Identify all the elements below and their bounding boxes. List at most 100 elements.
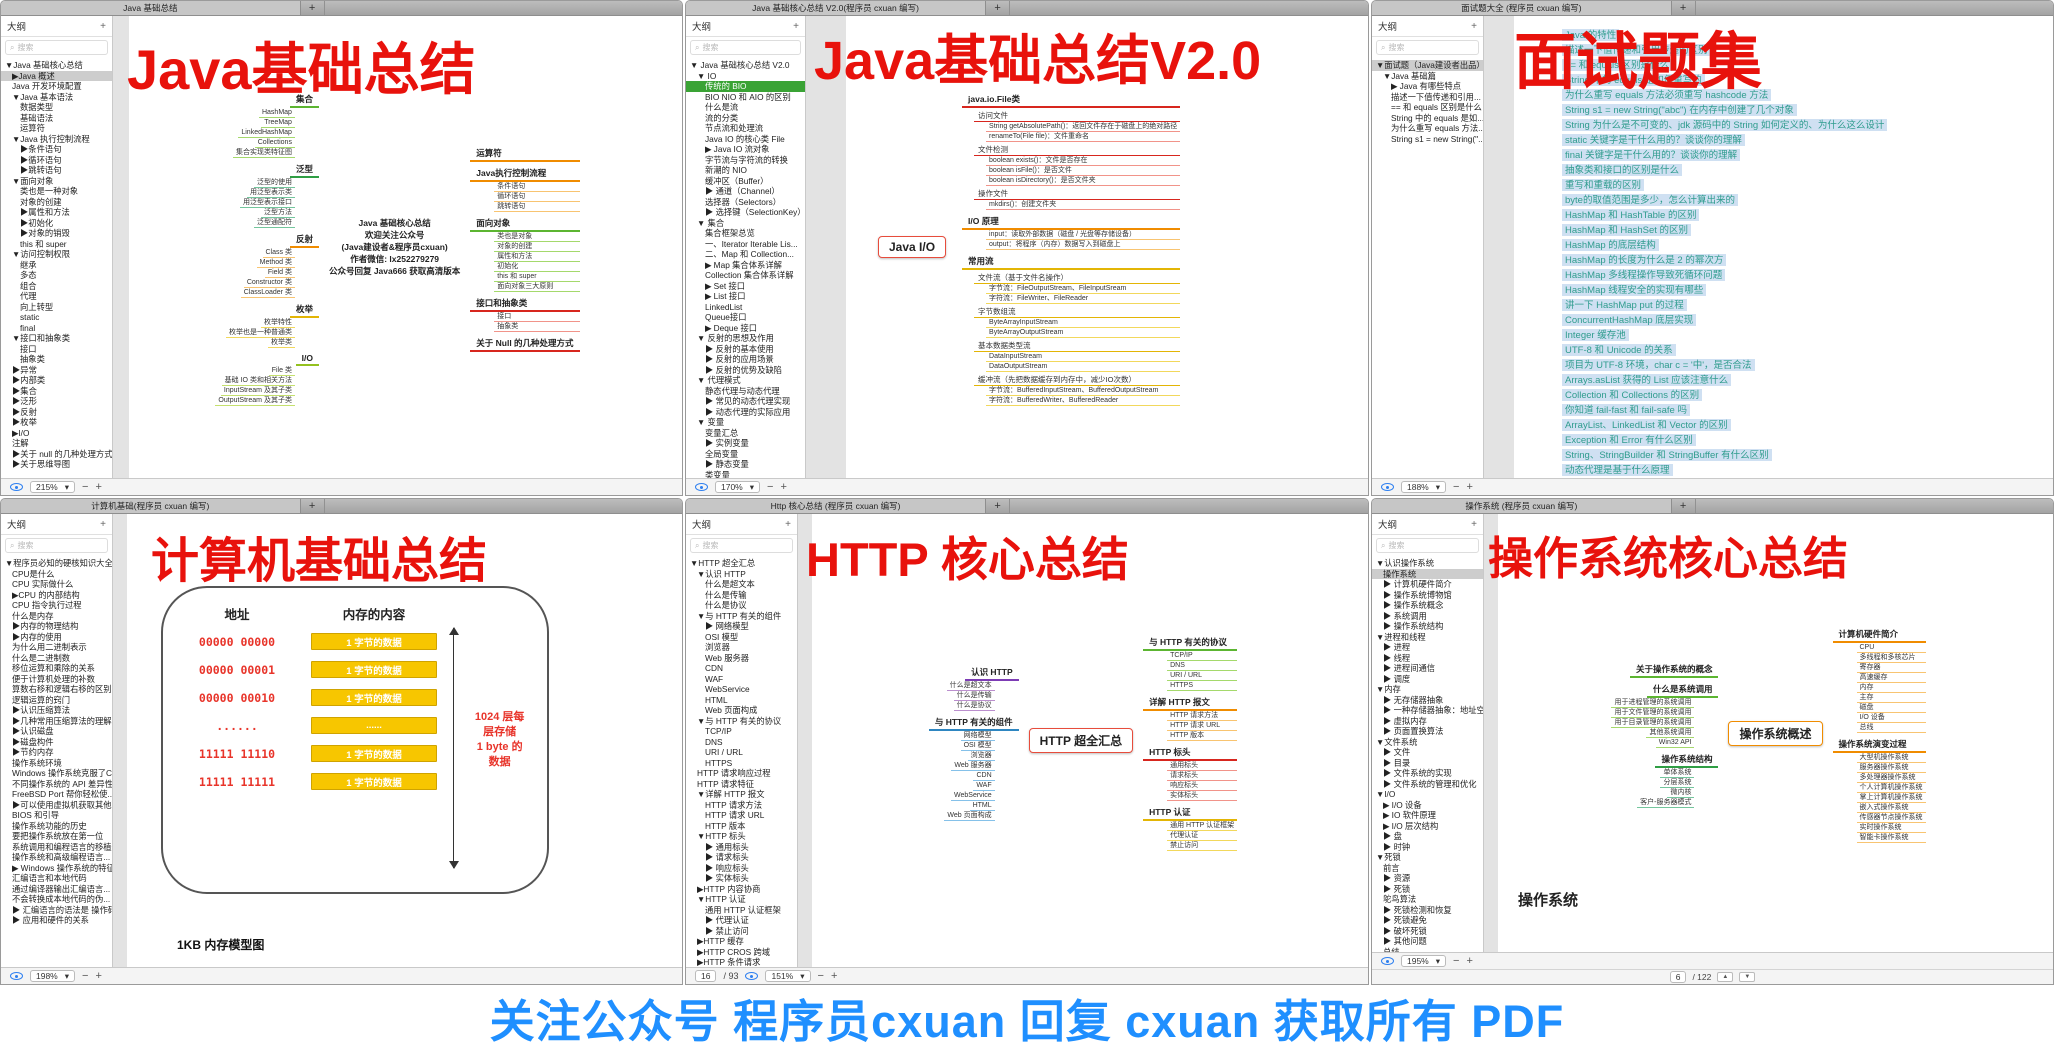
outline-item[interactable]: 操作系统 [1372,568,1483,579]
outline-item[interactable]: ▶ 应用和硬件的关系 [12,915,89,925]
zoom-in-button[interactable]: + [1466,480,1473,493]
map-node[interactable]: 操作系统结构 [1655,752,1719,768]
map-node[interactable]: 智能卡操作系统 [1856,833,1926,843]
outline-item[interactable]: ▼访问控制权限 [12,249,70,259]
map-node[interactable]: 常用流 [962,254,1181,270]
question-line[interactable]: HashMap 的底层结构 [1562,236,2047,251]
tab-os-summary[interactable]: 操作系统 (程序员 cxuan 编写) [1372,499,1672,513]
outline-item[interactable]: 算数右移和逻辑右移的区别 [12,684,112,694]
outline-item[interactable]: ▶几种常用压缩算法的理解 [12,715,112,726]
outline-item[interactable]: ▶ 进程 [1383,642,1411,652]
map-node[interactable]: 面向对象三大原则 [494,282,580,292]
outline-item[interactable]: ▶对象的销毁 [20,228,70,238]
outline-item[interactable]: ▶ 页面置换算法 [1383,726,1444,736]
outline-item[interactable]: ▶HTTP 缓存 [697,936,744,946]
outline-item[interactable]: 通过编译器输出汇编语言... [12,883,111,894]
outline-item[interactable]: ▶ Map 集合体系详解 [705,259,782,270]
question-line[interactable]: 描述一下值传递和引用传递的区别 [1562,41,2047,56]
outline-item[interactable]: ▼Java 基础篇 [1383,70,1436,81]
outline-item[interactable]: 汇编语言和本地代码 [12,873,87,883]
search-input[interactable]: ⌕搜索 [5,538,108,553]
map-node[interactable]: Web 服务器 [951,761,995,771]
outline-item[interactable]: Java 开发环境配置 [12,81,82,91]
outline-item[interactable]: ▶ 反射的基本使用 [705,343,774,354]
map-node[interactable]: 接口和抽象类 [470,296,580,312]
outline-item[interactable]: ▶ 文件 [1383,747,1411,757]
add-topic-button[interactable]: + [100,20,106,32]
map-node[interactable]: 访问文件 [974,110,1181,122]
view-eye-icon[interactable] [10,972,23,980]
add-topic-button[interactable]: + [1471,20,1477,32]
map-node[interactable]: String getAbsolutePath()：返回文件存在于磁盘上的绝对路径 [986,122,1181,132]
outline-item[interactable]: ▶泛形 [12,396,37,406]
outline-item[interactable]: ▼Java 基础核心总结 [5,60,83,70]
add-topic-button[interactable]: + [793,20,799,32]
outline-item[interactable]: 要把操作系统放在第一位 [12,831,104,841]
outline-item[interactable]: 传统的 BIO [686,81,805,92]
outline-item[interactable]: 操作系统环境 [12,757,62,768]
map-node[interactable]: 单体系统 [1660,768,1695,778]
map-node[interactable]: 字节流：BufferedInputStream、BufferedOutputSt… [986,386,1181,396]
view-eye-icon[interactable] [10,483,23,491]
outline-item[interactable]: ▼ Java 基础核心总结 V2.0 [690,60,790,70]
outline-item[interactable]: 接口 [20,343,37,354]
map-node[interactable]: DataInputStream [986,352,1181,362]
search-input[interactable]: ⌕搜索 [5,40,108,55]
outline-item[interactable]: 缓冲区（Buffer） [705,175,769,186]
map-node[interactable]: 集合实现类特征图 [232,148,295,158]
question-line[interactable]: final 关键字是干什么用的？谈谈你的理解 [1562,146,2047,161]
map-node[interactable]: 大型机操作系统 [1856,753,1926,763]
map-node[interactable]: 个人计算机操作系统 [1856,783,1926,793]
tab-http-summary[interactable]: Http 核心总结 (程序员 cxuan 编写) [686,499,987,513]
new-tab-button[interactable]: + [1672,499,1696,513]
outline-item[interactable]: ▶ 通用标头 [705,841,749,852]
map-node[interactable]: 响应标头 [1167,781,1238,791]
map-node[interactable]: 泛型 [289,162,319,178]
map-central-topic[interactable]: 操作系统概述 [1728,720,1823,746]
zoom-select[interactable]: 170%▾ [715,481,761,493]
outline-item[interactable]: 便于计算机处理的补数 [12,673,95,684]
map-node[interactable]: 字符流：BufferedWriter、BufferedReader [986,396,1181,406]
question-line[interactable]: 为什么重写 equals 方法必须重写 hashcode 方法 [1562,86,2047,101]
outline-item[interactable]: CPU 指令执行过程 [12,600,82,610]
map-node[interactable]: 内存 [1856,683,1926,693]
outline-item[interactable]: ▶HTTP CROS 跨域 [697,946,771,957]
map-node[interactable]: 运算符 [470,146,580,162]
zoom-in-button[interactable]: + [780,480,787,493]
map-node[interactable]: 与 HTTP 有关的协议 [1143,635,1238,651]
question-line[interactable]: String 为什么是不可变的、jdk 源码中的 String 如何定义的、为什… [1562,116,2047,131]
zoom-select[interactable]: 215%▾ [30,481,76,493]
question-line[interactable]: HashMap 多线程操作导致死循环问题 [1562,266,2047,281]
outline-item[interactable]: ▶异常 [12,364,37,375]
new-tab-button[interactable]: + [986,499,1011,513]
map-node[interactable]: renameTo(File file)：文件重命名 [986,132,1181,142]
outline-item[interactable]: ▼Java 执行控制流程 [12,133,90,144]
outline-item[interactable]: ▶ 网络模型 [705,621,749,631]
outline-item[interactable]: ▼文件系统 [1376,736,1418,747]
map-node[interactable]: 浏览器 [967,751,995,761]
map-node[interactable]: InputStream 及其子类 [220,386,295,396]
outline-item[interactable]: 操作系统功能的历史 [12,820,87,831]
map-node[interactable]: CPU [1856,643,1926,653]
outline-item[interactable]: 代理 [20,291,37,301]
outline-item[interactable]: ▶ 请求标头 [705,852,749,862]
outline-item[interactable]: Java IO 的核心类 File [705,133,785,144]
map-central-topic[interactable]: Java I/O [878,236,947,258]
outline-item[interactable]: ▶ 实体标头 [705,873,749,883]
map-node[interactable]: 泛型方法 [260,208,295,218]
outline-item[interactable]: 逻辑运算的窍门 [12,694,71,705]
outline-item[interactable]: ▼与 HTTP 有关的协议 [697,715,782,726]
question-line[interactable]: String、StringBuilder 和 StringBuffer 有什么区… [1562,446,2047,461]
search-input[interactable]: ⌕搜索 [690,538,793,553]
map-node[interactable]: 字节流：FileOutputStream、FileInputSream [986,284,1181,294]
outline-item[interactable]: 什么是传输 [705,589,747,600]
outline-item[interactable]: 什么是二进制数 [12,652,71,663]
outline-item[interactable]: 一、Iterator Iterable Lis... [705,238,798,249]
outline-item[interactable]: 鸵鸟算法 [1383,894,1417,904]
map-node[interactable]: Win32 API [1655,738,1695,748]
outline-item[interactable]: ▼面向对象 [12,175,54,186]
map-node[interactable]: 接口 [494,312,580,322]
outline-item[interactable]: 不会转换成本地代码的伪... [12,894,111,904]
